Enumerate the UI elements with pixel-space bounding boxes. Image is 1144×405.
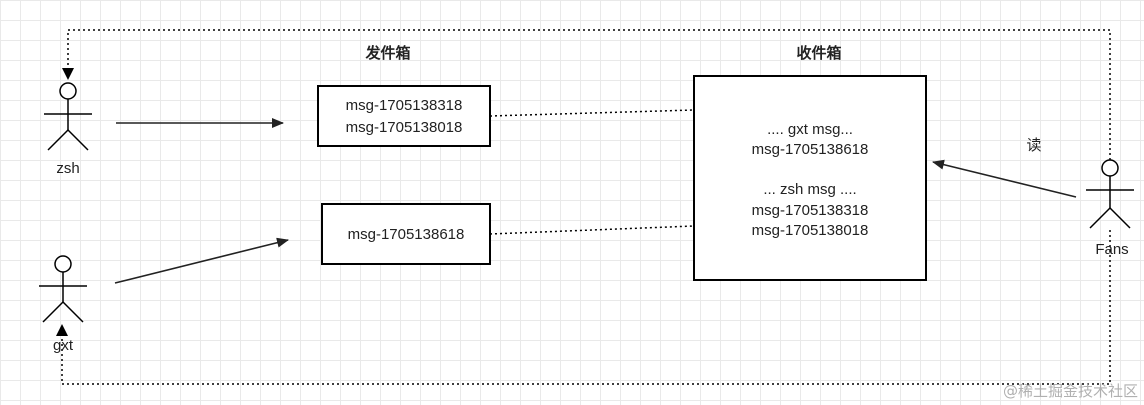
gxt-outbox-box (321, 203, 491, 265)
feedback-loop-to-zsh (67, 29, 1111, 160)
actor-fans-label: Fans (1095, 241, 1128, 258)
inbox-zsh-msg: msg-1705138318 (752, 202, 869, 219)
inbox-gxt-header: .... gxt msg... (767, 121, 853, 138)
feedback-loop-to-gxt (61, 230, 1111, 385)
zsh-outbox-msg: msg-1705138318 (346, 97, 463, 114)
arrow-gxt-to-outbox (114, 237, 289, 284)
inbox-title: 收件箱 (796, 44, 841, 62)
read-label: 读 (1026, 136, 1041, 154)
zsh-outbox-box (317, 85, 491, 147)
connector-zsh-outbox-inbox (489, 109, 695, 117)
actor-zsh-figure (44, 82, 92, 151)
inbox-gxt-msg: msg-1705138618 (752, 141, 869, 158)
gxt-outbox-msg: msg-1705138618 (348, 226, 465, 243)
feedback-arrowhead-gxt (56, 324, 68, 336)
connector-gxt-outbox-inbox (489, 225, 695, 235)
arrow-fans-read-inbox (932, 159, 1077, 198)
zsh-outbox-msg: msg-1705138018 (346, 119, 463, 136)
watermark: @稀土掘金技术社区 (1003, 382, 1138, 400)
outbox-title: 发件箱 (364, 44, 410, 62)
fans-inbox-box (693, 75, 927, 281)
inbox-zsh-header: ... zsh msg .... (763, 181, 856, 198)
actor-gxt-label: gxt (53, 337, 74, 354)
actor-zsh-label: zsh (56, 160, 79, 177)
feedback-arrowhead-zsh (62, 68, 74, 80)
inbox-zsh-msg: msg-1705138018 (752, 222, 869, 239)
actor-gxt-figure (39, 255, 87, 323)
actor-fans-figure (1086, 159, 1134, 229)
